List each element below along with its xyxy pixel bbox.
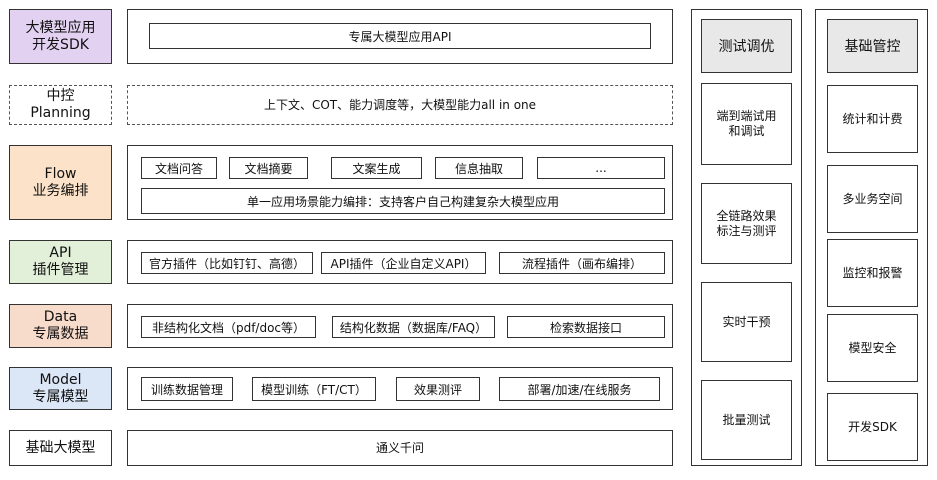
layer-data-panel: 非结构化文档（pdf/doc等） 结构化数据（数据库/FAQ） 检索数据接口	[127, 304, 673, 348]
data-item: 结构化数据（数据库/FAQ）	[332, 316, 495, 338]
api-item: 官方插件（比如钉钉、高德）	[141, 252, 313, 274]
control-column: 基础管控 统计和计费 多业务空间 监控和报警 模型安全 开发SDK	[815, 9, 928, 466]
planning-content-text: 上下文、COT、能力调度等，大模型能力all in one	[263, 97, 537, 112]
layer-model-panel: 训练数据管理 模型训练（FT/CT） 效果测评 部署/加速/在线服务	[127, 367, 673, 410]
layer-sdk-label-text: 大模型应用 开发SDK	[25, 19, 96, 53]
model-item: 效果测评	[396, 377, 480, 401]
layer-api-label: API 插件管理	[9, 240, 112, 284]
control-item-text: 监控和报警	[842, 265, 903, 280]
flow-item-text: 文档问答	[154, 161, 203, 176]
flow-item-text: 信息抽取	[454, 161, 503, 176]
sdk-api-box: 专属大模型应用API	[149, 23, 651, 49]
flow-item: ...	[537, 157, 665, 179]
control-item-text: 模型安全	[848, 340, 897, 355]
model-item: 模型训练（FT/CT）	[252, 377, 376, 401]
control-title: 基础管控	[827, 19, 918, 73]
model-item: 部署/加速/在线服务	[499, 377, 660, 401]
api-item: 流程插件（画布编排）	[499, 252, 665, 274]
api-item-text: 官方插件（比如钉钉、高德）	[148, 256, 305, 271]
layer-planning-label-text: 中控 Planning	[30, 88, 91, 121]
layer-model-label-text: Model 专属模型	[32, 371, 89, 405]
testing-item: 批量测试	[701, 380, 792, 460]
data-item-text: 结构化数据（数据库/FAQ）	[339, 320, 488, 335]
control-item-text: 多业务空间	[842, 191, 903, 206]
testing-item: 端到端试用 和调试	[701, 83, 792, 165]
layer-data-label: Data 专属数据	[9, 304, 112, 348]
flow-item-text: ...	[595, 161, 607, 175]
testing-item: 全链路效果 标注与测评	[701, 183, 792, 264]
data-item-text: 检索数据接口	[549, 320, 622, 335]
layer-model-label: Model 专属模型	[9, 367, 112, 410]
control-item: 开发SDK	[827, 393, 918, 461]
testing-title-text: 测试调优	[718, 39, 775, 55]
testing-item-text: 批量测试	[722, 412, 771, 427]
data-item-text: 非结构化文档（pdf/doc等）	[151, 320, 306, 335]
flow-item: 信息抽取	[435, 157, 523, 179]
control-item-text: 开发SDK	[848, 419, 897, 434]
flow-item: 文档问答	[141, 157, 217, 179]
flow-item-text: 文档摘要	[244, 161, 293, 176]
layer-sdk-panel: 专属大模型应用API	[127, 9, 673, 64]
control-title-text: 基础管控	[844, 39, 901, 55]
control-item: 统计和计费	[827, 85, 918, 153]
model-item-text: 效果测评	[413, 382, 462, 397]
control-item: 多业务空间	[827, 165, 918, 233]
model-item-text: 模型训练（FT/CT）	[261, 382, 367, 397]
api-item: API插件（企业自定义API）	[321, 252, 486, 274]
layer-planning-panel: 上下文、COT、能力调度等，大模型能力all in one	[127, 85, 673, 125]
control-item-text: 统计和计费	[842, 111, 903, 126]
flow-bar: 单一应用场景能力编排：支持客户自己构建复杂大模型应用	[141, 188, 665, 214]
model-item-text: 部署/加速/在线服务	[527, 382, 632, 397]
testing-column: 测试调优 端到端试用 和调试 全链路效果 标注与测评 实时干预 批量测试	[691, 9, 802, 466]
flow-bar-text: 单一应用场景能力编排：支持客户自己构建复杂大模型应用	[246, 194, 559, 209]
layer-api-label-text: API 插件管理	[32, 245, 89, 278]
api-item-text: 流程插件（画布编排）	[521, 256, 642, 271]
control-item: 模型安全	[827, 314, 918, 382]
testing-item-text: 全链路效果 标注与测评	[716, 208, 777, 238]
base-content-text: 通义千问	[375, 440, 424, 455]
model-item: 训练数据管理	[141, 377, 233, 401]
flow-item: 文案生成	[331, 157, 422, 179]
data-item: 检索数据接口	[507, 316, 665, 338]
layer-planning-label: 中控 Planning	[9, 85, 112, 125]
layer-flow-label: Flow 业务编排	[9, 145, 112, 220]
model-item-text: 训练数据管理	[150, 382, 223, 397]
flow-item: 文档摘要	[229, 157, 308, 179]
data-item: 非结构化文档（pdf/doc等）	[141, 316, 316, 338]
flow-item-text: 文案生成	[352, 161, 401, 176]
layer-api-panel: 官方插件（比如钉钉、高德） API插件（企业自定义API） 流程插件（画布编排）	[127, 240, 673, 284]
api-item-text: API插件（企业自定义API）	[330, 256, 477, 271]
layer-data-label-text: Data 专属数据	[32, 309, 89, 342]
layer-base-label-text: 基础大模型	[25, 439, 96, 456]
testing-item-text: 端到端试用 和调试	[716, 109, 777, 138]
layer-flow-panel: 文档问答 文档摘要 文案生成 信息抽取 ... 单一应用场景能力编排：支持客户自…	[127, 145, 673, 220]
layer-base-panel: 通义千问	[127, 430, 673, 466]
testing-title: 测试调优	[701, 19, 792, 73]
layer-base-label: 基础大模型	[9, 430, 112, 466]
control-item: 监控和报警	[827, 239, 918, 307]
layer-flow-label-text: Flow 业务编排	[32, 165, 89, 199]
sdk-api-text: 专属大模型应用API	[348, 29, 452, 44]
testing-item: 实时干预	[701, 282, 792, 362]
testing-item-text: 实时干预	[722, 314, 771, 329]
layer-sdk-label: 大模型应用 开发SDK	[9, 9, 112, 64]
